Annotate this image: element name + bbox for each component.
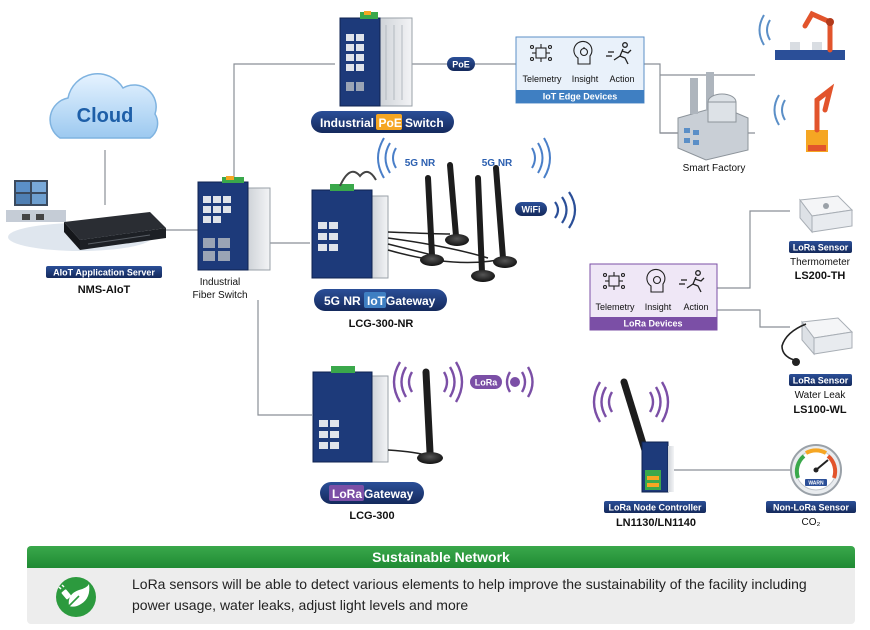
sensor-wl-model: LS100-WL [793, 404, 846, 416]
robot-arm-icon [758, 10, 845, 60]
lora-signal-waves-icon [392, 361, 534, 403]
nr-gateway-label-prefix: 5G NR [324, 294, 361, 308]
lora-devices-title: LoRa Devices [623, 319, 682, 329]
sensor-wl-tag [789, 374, 852, 386]
poe-switch-device [339, 11, 413, 107]
sensor-th-model: LS200-TH [795, 270, 846, 282]
lora-signal-waves-icon [592, 381, 670, 423]
nr-gateway-model: LCG-300-NR [349, 318, 414, 330]
sensor-wl-tag-text: LoRa Sensor [793, 376, 849, 386]
sensor-th-tag [789, 241, 852, 253]
lora-gateway-label-highlight: LoRa [332, 487, 362, 501]
sustainable-description: LoRa sensors will be able to detect vari… [132, 574, 837, 616]
gauge-text: WARN [808, 481, 824, 487]
antenna-icon [445, 162, 469, 246]
eco-plug-icon [56, 577, 96, 617]
antenna-icon [420, 175, 444, 266]
lora-signal-tag [470, 375, 502, 389]
nr-highlight-box [364, 292, 386, 308]
iot-edge-item-insight: Insight [572, 74, 599, 84]
iot-edge-panel: Telemetry Insight Action IoT Edge Device… [515, 36, 645, 104]
telemetry-icon [602, 272, 626, 290]
non-lora-tag-text: Non-LoRa Sensor [773, 503, 850, 513]
poe-highlight-box [376, 114, 402, 130]
node-controller-tag-text: LoRa Node Controller [608, 503, 701, 513]
sustainable-banner: Sustainable Network LoRa sensors will be… [27, 546, 855, 624]
poe-switch-label-prefix: Industrial [320, 116, 374, 130]
node-controller-model: LN1130/LN1140 [616, 517, 696, 529]
poe-link-tag-text: PoE [452, 60, 470, 70]
non-lora-desc: CO₂ [802, 517, 821, 528]
factory-icon [677, 72, 749, 161]
iot-edge-item-telemetry: Telemetry [522, 74, 562, 84]
server-illustration [6, 180, 166, 251]
lora-gateway-model: LCG-300 [349, 510, 394, 522]
insight-icon [646, 268, 666, 293]
server-box-icon [64, 212, 166, 250]
nr-signal-label-2: 5G NR [482, 158, 513, 169]
robot-arm-icon-2 [773, 83, 835, 152]
sustainable-line-1: LoRa sensors will be able to detect vari… [132, 576, 807, 592]
lora-signal-dot [510, 377, 520, 387]
lora-item-insight: Insight [645, 302, 672, 312]
nr-gateway-device [311, 170, 389, 279]
nr-signal-label-1: 5G NR [405, 158, 436, 169]
sensor-th-desc: Thermometer [790, 257, 851, 268]
server-tag-text: AIoT Application Server [53, 268, 155, 278]
iot-edge-title: IoT Edge Devices [543, 92, 618, 102]
lora-signal-tag-text: LoRa [475, 378, 498, 388]
antenna-cluster [387, 162, 517, 282]
lora-gateway-label-suffix: Gateway [364, 487, 414, 501]
thermometer-sensor-icon [799, 195, 854, 234]
action-icon [679, 270, 705, 293]
wifi-waves-icon [554, 191, 577, 229]
lora-devices-panel: Telemetry Insight Action LoRa Devices [589, 263, 718, 331]
action-icon [606, 42, 632, 65]
poe-switch-label-highlight: PoE [379, 116, 402, 130]
lora-item-action: Action [683, 302, 708, 312]
sensor-wl-desc: Water Leak [795, 390, 847, 401]
iot-edge-item-action: Action [609, 74, 634, 84]
sensor-th-tag-text: LoRa Sensor [793, 243, 849, 253]
server-tag [46, 266, 162, 278]
monitor-wall-icon [6, 180, 66, 222]
wifi-tag [515, 202, 547, 216]
nr-gateway-label-suffix: Gateway [386, 294, 436, 308]
fiber-switch-line2: Fiber Switch [192, 290, 247, 301]
wifi-tag-text: WiFi [522, 205, 541, 215]
lora-gateway-device [312, 366, 429, 463]
insight-icon [573, 40, 593, 65]
water-leak-sensor-icon [781, 317, 854, 366]
sustainable-title: Sustainable Network [27, 546, 855, 568]
fiber-switch-device [197, 176, 271, 271]
server-name: NMS-AIoT [78, 284, 131, 296]
node-controller-tag [604, 501, 706, 513]
telemetry-icon [529, 44, 553, 62]
node-controller-device [620, 378, 674, 493]
signal-waves-icon [377, 137, 551, 179]
antenna-icon [493, 165, 517, 268]
lora-highlight-box [329, 485, 364, 501]
cloud-icon: Cloud [49, 72, 159, 139]
co2-gauge-icon: WARN [790, 444, 842, 496]
cloud-label: Cloud [77, 105, 134, 127]
fiber-switch-line1: Industrial [200, 277, 241, 288]
smart-factory-label: Smart Factory [683, 163, 746, 174]
poe-link-tag [447, 57, 475, 71]
nr-gateway-label-highlight: IoT [367, 294, 386, 308]
non-lora-tag [766, 501, 856, 513]
lora-item-telemetry: Telemetry [595, 302, 635, 312]
antenna-icon [417, 368, 443, 464]
sustainable-line-2: power usage, water leaks, adjust light l… [132, 597, 469, 613]
antenna-icon [471, 175, 495, 282]
poe-switch-label-suffix: Switch [405, 116, 444, 130]
